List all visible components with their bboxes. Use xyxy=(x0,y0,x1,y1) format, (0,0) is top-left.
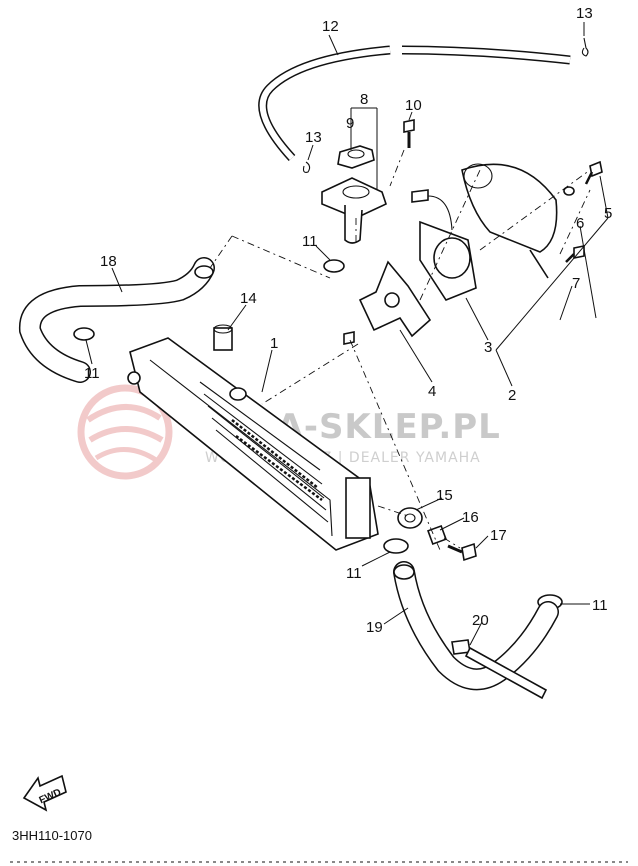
callout-9: 9 xyxy=(346,115,354,132)
callout-7: 7 xyxy=(572,275,580,292)
callout-labels: 12 13 8 9 10 13 11 18 11 14 1 3 4 2 5 6 … xyxy=(84,5,612,636)
part-fan-blade xyxy=(358,260,432,338)
callout-6: 6 xyxy=(576,215,584,232)
diagram-code: 3HH110-1070 xyxy=(12,828,92,843)
callout-8: 8 xyxy=(360,91,368,108)
callout-1: 1 xyxy=(270,335,278,352)
part-small-bolts xyxy=(343,160,603,562)
part-lower-hose xyxy=(393,561,559,691)
callout-4: 4 xyxy=(428,383,436,400)
callout-14: 14 xyxy=(240,290,257,307)
part-collar xyxy=(427,525,447,545)
callout-2: 2 xyxy=(508,387,516,404)
leader-lines xyxy=(85,22,609,646)
callout-5: 5 xyxy=(604,205,612,222)
part-fan-shroud xyxy=(461,163,558,279)
part-fan-motor xyxy=(411,189,477,301)
part-breather-hose xyxy=(258,45,571,162)
callout-11-top: 11 xyxy=(302,233,318,250)
callout-10: 10 xyxy=(405,97,422,114)
callout-20: 20 xyxy=(472,612,489,629)
forward-arrow-icon: FWD xyxy=(22,774,67,812)
callout-15: 15 xyxy=(436,487,453,504)
callout-18: 18 xyxy=(100,253,117,270)
callout-13: 13 xyxy=(305,129,322,146)
callout-19: 19 xyxy=(366,619,383,636)
part-hose-clip xyxy=(302,37,589,173)
callout-13-top: 13 xyxy=(576,5,593,22)
part-bolt-10 xyxy=(403,119,415,148)
part-drain-plug xyxy=(213,324,233,351)
part-grommet xyxy=(397,507,423,529)
callout-11-left: 11 xyxy=(84,365,100,382)
part-filler-neck xyxy=(321,177,387,244)
part-radiator-cap xyxy=(337,145,375,169)
part-upper-hose xyxy=(19,257,215,383)
part-cable-tie xyxy=(451,639,548,700)
callout-11-bottom: 11 xyxy=(346,565,362,582)
callout-3: 3 xyxy=(484,339,492,356)
watermark-logo xyxy=(77,384,173,480)
callout-17: 17 xyxy=(490,527,507,544)
callout-11-right: 11 xyxy=(592,597,608,614)
callout-12: 12 xyxy=(322,18,339,35)
part-radiator xyxy=(127,337,379,551)
assembly-lines xyxy=(209,149,591,551)
callout-16: 16 xyxy=(462,509,479,526)
